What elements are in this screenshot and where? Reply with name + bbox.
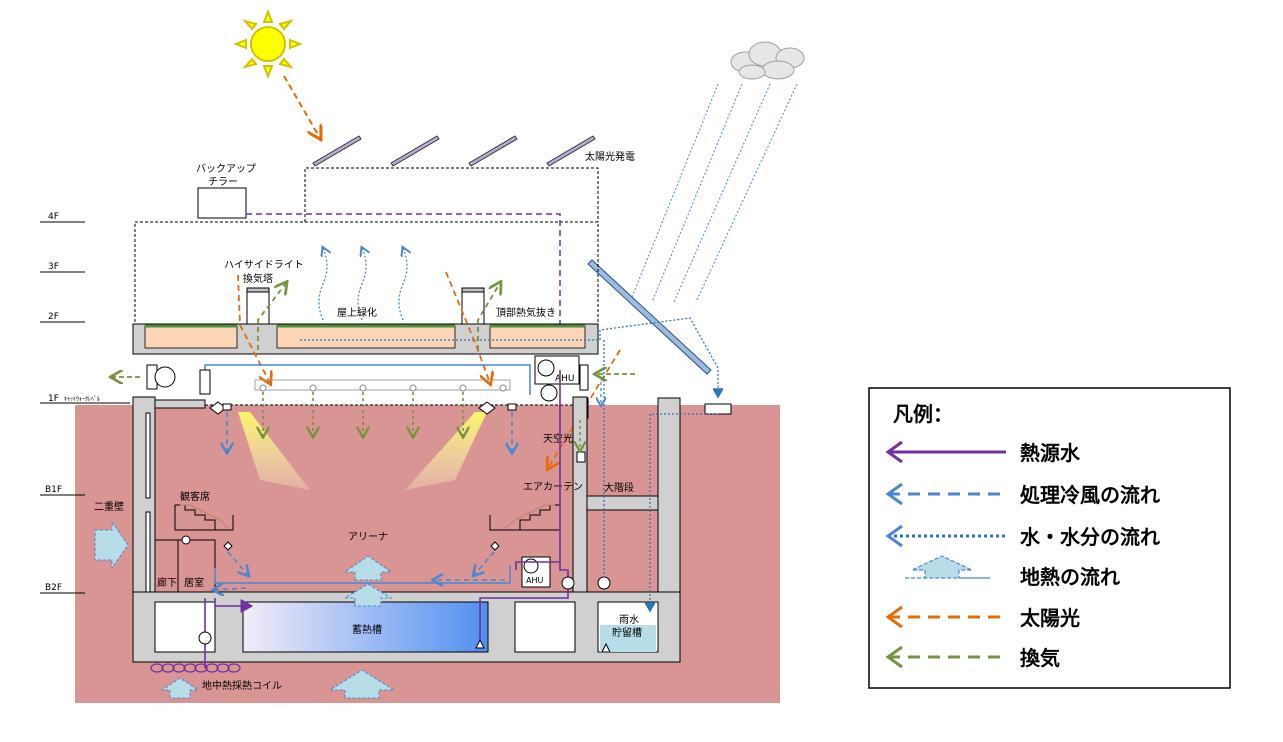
rainwater-down-pipe (650, 413, 718, 610)
arena-label: アリーナ (348, 531, 388, 543)
floor-label-1f: 1F (48, 394, 59, 404)
top-heat-exhaust-label: 頂部熱気抜き (496, 306, 556, 319)
rain-lines (629, 83, 798, 303)
roof-slab (132, 323, 599, 355)
grand-staircase (586, 495, 659, 511)
legend-item-geothermal: 地熱の流れ (905, 555, 1120, 589)
legend-label-ventilation: 換気 (1020, 646, 1060, 670)
heat-source-pipe-chiller (246, 213, 561, 325)
legend-item-water: 水・水分の流れ (885, 524, 1160, 549)
corridor-label: 廊下 (157, 576, 177, 589)
backup-chiller-label-1: バックアップ (196, 163, 256, 175)
legend: 凡例： 熱源水 処理冷風の流れ 水・水分の流れ 地熱の流れ 太陽光 (868, 387, 1231, 689)
thermal-storage-tank (242, 601, 489, 653)
roof-water-line (300, 317, 718, 396)
ventilation-tower-arrows (257, 283, 500, 350)
cloud-icon (730, 41, 805, 80)
solar-panels (312, 135, 596, 167)
arena-floor-duct (214, 565, 511, 584)
rainwater-drain-icon (601, 642, 611, 653)
ahu-upper-label: AHU (555, 374, 575, 384)
catwalk-slab-left (154, 399, 206, 409)
ventilation-down-arrows (263, 392, 463, 436)
grand-stairs-label: 大階段 (604, 481, 634, 494)
legend-label-cold-air: 処理冷風の流れ (1020, 483, 1160, 507)
legend-label-water: 水・水分の流れ (1020, 525, 1160, 549)
rainwater-label-2: 貯留槽 (612, 626, 642, 639)
backup-chiller-label-2: チラー (208, 176, 238, 188)
thermal-storage-label: 蓄熱槽 (352, 623, 382, 636)
geothermal-arrows (94, 520, 396, 699)
floor-label-b2f: B2F (45, 583, 62, 593)
legend-item-heat-source: 熱源水 (885, 440, 1081, 465)
legend-item-ventilation: 換気 (885, 645, 1060, 670)
catwalk-frame (254, 379, 511, 391)
ahu-lower-label: AHU (526, 576, 543, 585)
sunlight-arrow (283, 75, 320, 138)
tank-drain-icon (475, 638, 485, 649)
legend-label-solar: 太陽光 (1020, 606, 1080, 630)
cold-air-arrows (214, 412, 512, 590)
floor-levels (40, 221, 130, 594)
solar-power-label: 太陽光発電 (585, 150, 635, 163)
skylight-label: 天空光 (543, 432, 573, 445)
legend-label-geothermal: 地熱の流れ (1020, 565, 1120, 589)
legend-item-solar: 太陽光 (885, 605, 1080, 630)
legend-title: 凡例： (893, 402, 953, 426)
tilted-skylight-panel (587, 259, 712, 375)
backup-chiller (197, 187, 247, 219)
room-unit (181, 535, 191, 545)
skylight-device (576, 451, 586, 463)
rainwater-label-1: 雨水 (619, 614, 639, 626)
ground-coil-label: 地中熱採熱コイル (202, 679, 282, 692)
pumps (198, 576, 611, 645)
air-curtain-label: エアカーテン (523, 481, 583, 493)
floor-label-2f: 2F (48, 312, 59, 322)
legend-item-cold-air: 処理冷風の流れ (885, 482, 1160, 507)
ceiling-nozzles (259, 384, 507, 392)
stair-railing (180, 504, 555, 529)
rainwater-inlet (704, 403, 732, 415)
double-wall-lines (145, 412, 151, 593)
legend-label-heat-source: 熱源水 (1020, 441, 1081, 465)
exhaust-fan-left (146, 364, 211, 395)
sun-icon (233, 9, 303, 79)
vent-tower-label: 換気塔 (243, 272, 273, 285)
light-beam-left (238, 412, 310, 490)
heat-rising-arrows (318, 248, 407, 321)
rooftop-greening-label: 屋上緑化 (337, 306, 377, 319)
highside-light-label: ハイサイドライト (224, 259, 304, 271)
floor-label-3f: 3F (48, 262, 59, 272)
ground-coil (150, 663, 241, 673)
living-room-label: 居室 (184, 576, 204, 589)
floor-label-catwalk: ｷｬｯﾄｳｫｰｸﾚﾍﾞﾙ (64, 396, 100, 403)
legend-box (868, 387, 1231, 689)
floor-label-b1f: B1F (45, 485, 62, 495)
double-wall-label: 二重壁 (94, 500, 124, 513)
spectator-seats-label: 観客席 (180, 490, 210, 503)
floor-label-4f: 4F (48, 212, 59, 222)
